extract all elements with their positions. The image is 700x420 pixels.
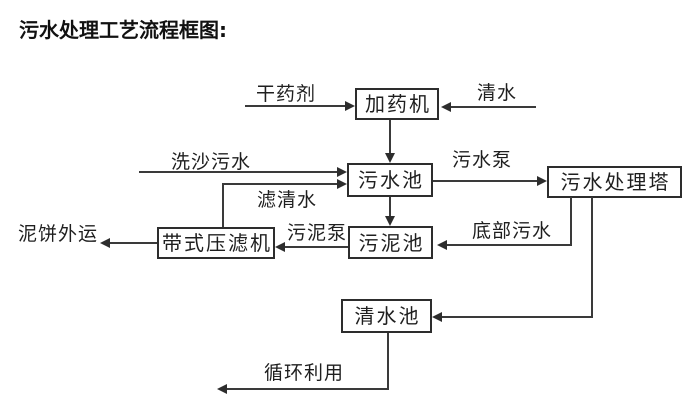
node-clean-water-pool-label: 清水池 <box>354 304 421 328</box>
node-sewage-treatment-tower: 污水处理塔 <box>547 166 682 198</box>
flow-label-filtered-water: 滤清水 <box>257 189 318 211</box>
edge-sludge-pump-line <box>285 246 348 248</box>
edge-dry-chemical-arrowhead-icon <box>345 101 355 111</box>
flow-label-dry-chemical: 干药剂 <box>256 83 317 105</box>
edge-filtered-water-arrowhead-icon <box>337 179 347 189</box>
flow-label-recycling: 循环利用 <box>264 362 345 384</box>
node-sewage-pool-label: 污水池 <box>358 168 424 192</box>
edge-sewage-to-sludge-line <box>389 197 391 217</box>
edge-sewage-pump-arrowhead-icon <box>537 176 547 186</box>
edge-tower-to-clean-pool-vline <box>591 197 593 318</box>
edge-clean-water-arrowhead-icon <box>441 102 451 112</box>
edge-dosing-to-sewage-line <box>389 120 391 155</box>
node-sewage-pool: 污水池 <box>347 163 433 197</box>
flow-label-bottom-sewage: 底部污水 <box>472 220 553 242</box>
edge-sand-washing-sewage-arrowhead-icon <box>337 167 347 177</box>
edge-mud-cake-arrowhead-icon <box>100 238 110 248</box>
flow-label-sludge-pump: 污泥泵 <box>287 222 348 244</box>
edge-sewage-to-sludge-arrowhead-icon <box>385 216 395 226</box>
edge-recycling-hline <box>227 388 388 390</box>
edge-recycling-arrowhead-icon <box>217 384 227 394</box>
edge-mud-cake-line <box>110 242 157 244</box>
edge-filtered-water-vline <box>222 183 224 227</box>
flow-label-sewage-pump: 污水泵 <box>452 149 513 171</box>
edge-tower-to-clean-pool-arrowhead-icon <box>432 312 442 322</box>
edge-filtered-water-hline <box>222 183 339 185</box>
node-sewage-treatment-tower-label: 污水处理塔 <box>560 170 671 194</box>
edge-sludge-pump-arrowhead-icon <box>275 242 285 252</box>
node-belt-filter-press-label: 带式压滤机 <box>162 231 272 255</box>
edge-bottom-sewage-vline <box>570 197 572 246</box>
node-clean-water-pool: 清水池 <box>341 299 432 333</box>
edge-recycling-vline <box>387 333 389 390</box>
node-sludge-pool: 污泥池 <box>348 226 433 259</box>
edge-dosing-to-sewage-arrowhead-icon <box>385 153 395 163</box>
edge-sand-washing-sewage-line <box>139 171 339 173</box>
edge-sewage-pump-line <box>433 180 539 182</box>
edge-clean-water-line <box>451 106 536 108</box>
flow-label-mud-cake-outbound: 泥饼外运 <box>18 223 99 245</box>
node-dosing-machine-label: 加药机 <box>365 92 431 116</box>
flow-label-sand-washing-sewage: 洗沙污水 <box>171 151 252 173</box>
edge-tower-to-clean-pool-hline <box>442 316 593 318</box>
node-belt-filter-press: 带式压滤机 <box>157 227 275 259</box>
edge-dry-chemical-line <box>245 105 347 107</box>
page-title: 污水处理工艺流程框图: <box>19 18 227 42</box>
flow-label-clean-water: 清水 <box>477 82 518 104</box>
edge-bottom-sewage-hline <box>447 244 572 246</box>
edge-bottom-sewage-arrowhead-icon <box>437 240 447 250</box>
node-dosing-machine: 加药机 <box>355 88 439 120</box>
node-sludge-pool-label: 污泥池 <box>358 230 425 255</box>
